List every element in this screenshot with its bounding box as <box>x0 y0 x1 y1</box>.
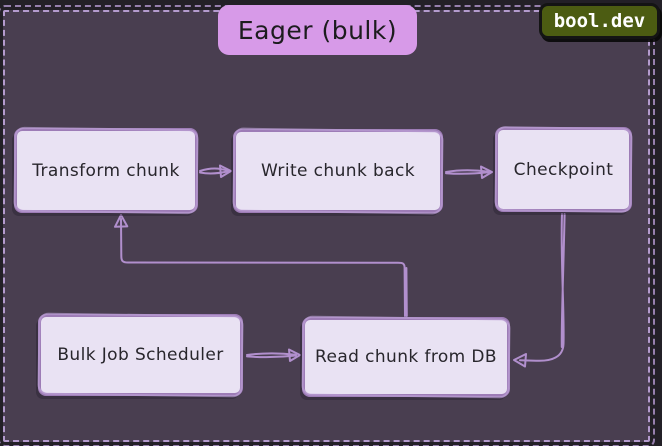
node-bulk-job-scheduler: Bulk Job Scheduler <box>38 314 243 396</box>
page-title: Eager (bulk) <box>237 15 398 45</box>
watermark-badge: bool.dev <box>539 3 660 39</box>
node-checkpoint: Checkpoint <box>495 127 632 212</box>
node-label: Transform chunk <box>32 160 180 181</box>
node-read-chunk-from-db: Read chunk from DB <box>302 317 510 397</box>
node-label: Checkpoint <box>513 159 614 180</box>
watermark-text: bool.dev <box>553 10 646 32</box>
node-label: Bulk Job Scheduler <box>57 345 224 365</box>
node-transform-chunk: Transform chunk <box>14 128 198 213</box>
node-label: Read chunk from DB <box>315 347 497 367</box>
node-label: Write chunk back <box>260 161 415 181</box>
title-badge: Eager (bulk) <box>218 5 417 55</box>
node-write-chunk-back: Write chunk back <box>233 129 443 213</box>
